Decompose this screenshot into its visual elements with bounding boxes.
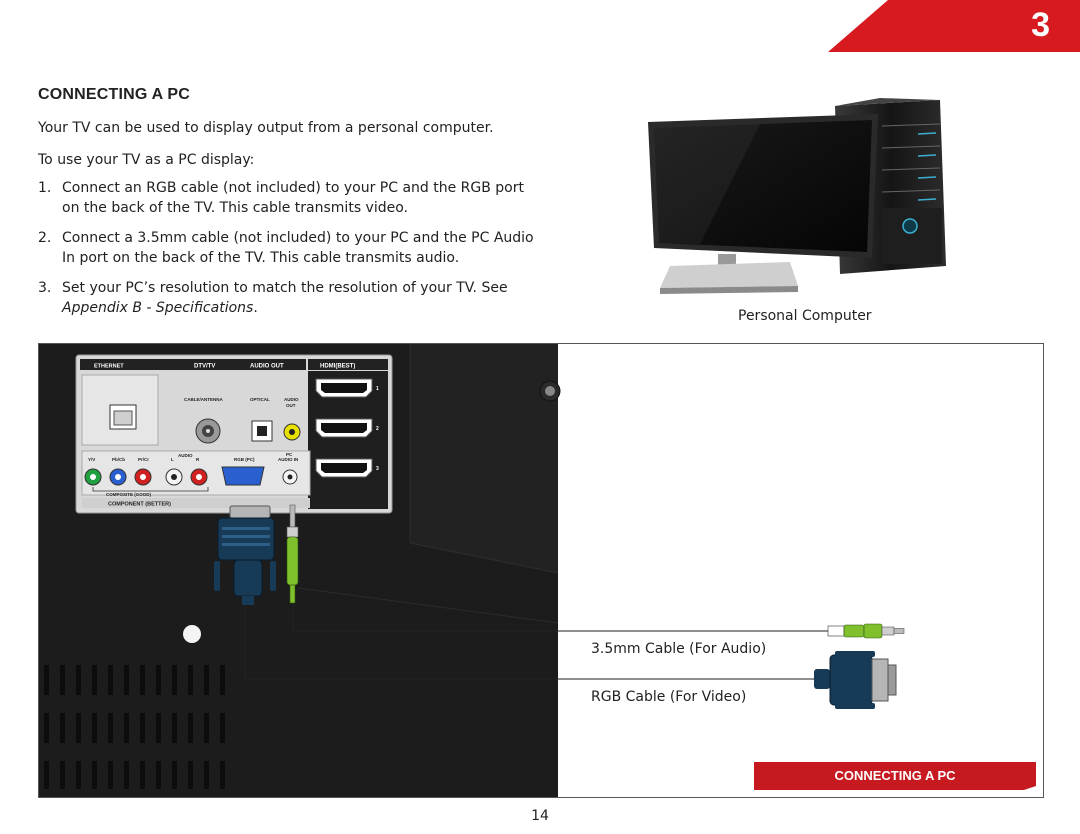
optical-port bbox=[251, 420, 273, 442]
step-text: Connect an RGB cable (not included) to y… bbox=[62, 180, 524, 216]
audio-l-port bbox=[165, 468, 183, 486]
label-audio: AUDIO bbox=[284, 397, 299, 402]
section-banner-shape bbox=[754, 762, 1036, 790]
label-l: L bbox=[171, 457, 174, 462]
loose-rgb-cable bbox=[814, 651, 897, 709]
hdmi-port bbox=[315, 418, 373, 438]
label-rgb-pc: RGB (PC) bbox=[234, 457, 255, 462]
rgb-cable-plug bbox=[214, 505, 276, 605]
page-number: 14 bbox=[531, 808, 549, 824]
label-hdmi-2: 2 bbox=[376, 426, 379, 432]
coax-port bbox=[195, 418, 221, 444]
connection-diagram: ETHERNET DTV/TV AUDIO OUT HDMI(BEST) 1 2… bbox=[38, 343, 1044, 798]
label-hdmi-1: 1 bbox=[376, 386, 379, 392]
component-pr-port bbox=[134, 468, 152, 486]
step-text: Set your PC’s resolution to match the re… bbox=[62, 278, 538, 318]
cable-lines bbox=[244, 603, 828, 680]
personal-computer-illustration bbox=[648, 98, 946, 294]
label-hdmi: HDMI(BEST) bbox=[320, 364, 355, 370]
audio-r-port bbox=[190, 468, 208, 486]
loose-audio-cable bbox=[827, 623, 905, 639]
connector-panel: ETHERNET DTV/TV AUDIO OUT HDMI(BEST) 1 2… bbox=[75, 354, 393, 514]
steps-list: 1. Connect an RGB cable (not included) t… bbox=[38, 178, 538, 328]
label-dtv: DTV/TV bbox=[194, 364, 215, 370]
rgb-port bbox=[221, 466, 265, 486]
chapter-tab bbox=[828, 0, 1080, 52]
step-number: 3. bbox=[38, 280, 52, 296]
label-y-v: Y/V bbox=[88, 457, 95, 462]
step-number: 1. bbox=[38, 180, 52, 196]
label-pb-cb: Pb/Cb bbox=[112, 457, 125, 462]
component-pb-port bbox=[109, 468, 127, 486]
step-text-main: Set your PC’s resolution to match the re… bbox=[62, 280, 508, 296]
audio-out-port bbox=[283, 423, 301, 441]
section-banner: CONNECTING A PC bbox=[834, 768, 956, 783]
chapter-number: 3 bbox=[1031, 6, 1050, 44]
pc-audio-in-port bbox=[282, 469, 298, 485]
label-pr-cr: Pr/Cr bbox=[138, 457, 149, 462]
label-component: COMPONENT (BETTER) bbox=[108, 502, 171, 508]
audio-cable-plug bbox=[286, 504, 299, 604]
section-heading: CONNECTING A PC bbox=[38, 86, 191, 103]
label-audio-2: AUDIO bbox=[178, 453, 193, 458]
tv-vents bbox=[44, 665, 225, 789]
audio-cable-label: 3.5mm Cable (For Audio) bbox=[591, 641, 767, 657]
label-ethernet: ETHERNET bbox=[94, 364, 124, 370]
label-optical: OPTICAL bbox=[250, 397, 270, 402]
ethernet-port bbox=[109, 404, 137, 430]
appendix-link[interactable]: Appendix B - Specifications bbox=[62, 300, 254, 316]
hdmi-port bbox=[315, 378, 373, 398]
step-item: 3. Set your PC’s resolution to match the… bbox=[38, 278, 538, 318]
step-number: 2. bbox=[38, 230, 52, 246]
label-cable-antenna: CABLE/ANTENNA bbox=[184, 397, 223, 402]
label-pc: PC bbox=[286, 452, 293, 457]
step-text-end: . bbox=[253, 300, 258, 316]
label-r: R bbox=[196, 457, 200, 462]
component-y-port bbox=[84, 468, 102, 486]
rgb-cable-label: RGB Cable (For Video) bbox=[591, 689, 747, 705]
step-item: 2. Connect a 3.5mm cable (not included) … bbox=[38, 228, 538, 268]
label-audio-in: AUDIO IN bbox=[278, 457, 298, 462]
label-out: OUT bbox=[286, 403, 296, 408]
label-hdmi-3: 3 bbox=[376, 466, 379, 472]
pc-caption: Personal Computer bbox=[738, 308, 872, 324]
label-composite: COMPOSITE (GOOD) bbox=[106, 492, 152, 497]
hdmi-port bbox=[315, 458, 373, 478]
pc-monitor bbox=[648, 114, 878, 294]
lead-text: To use your TV as a PC display: bbox=[38, 152, 255, 168]
intro-text: Your TV can be used to display output fr… bbox=[38, 120, 494, 136]
step-text: Connect a 3.5mm cable (not included) to … bbox=[62, 230, 534, 266]
label-audio-out: AUDIO OUT bbox=[250, 364, 284, 370]
step-item: 1. Connect an RGB cable (not included) t… bbox=[38, 178, 538, 218]
